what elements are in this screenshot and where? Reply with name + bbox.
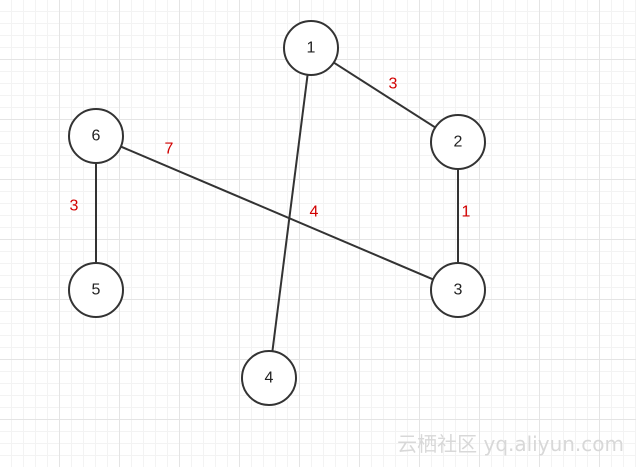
- node-label-1: 1: [307, 40, 316, 57]
- edge-weight-1-4: 4: [310, 204, 319, 221]
- node-label-4: 4: [265, 370, 274, 387]
- edge-weight-1-2: 3: [389, 76, 398, 93]
- edge-weight-6-5: 3: [70, 198, 79, 215]
- edge-1-2: [333, 61, 436, 129]
- edge-6-3: [120, 145, 434, 281]
- node-label-3: 3: [454, 282, 463, 299]
- node-label-5: 5: [92, 282, 101, 299]
- node-circle-2: [430, 114, 486, 170]
- node-6: 6: [68, 108, 124, 164]
- node-circle-1: [283, 20, 339, 76]
- edges-layer: [95, 61, 459, 352]
- node-1: 1: [283, 20, 339, 76]
- edge-weight-6-3: 7: [165, 141, 174, 158]
- node-circle-3: [430, 262, 486, 318]
- watermark: 云栖社区 yq.aliyun.com: [397, 432, 624, 456]
- nodes-layer: 1 2 3 4 5 6: [68, 20, 486, 406]
- node-5: 5: [68, 262, 124, 318]
- node-label-6: 6: [92, 128, 101, 145]
- node-2: 2: [430, 114, 486, 170]
- edge-1-4: [271, 74, 309, 352]
- node-4: 4: [241, 350, 297, 406]
- node-circle-4: [241, 350, 297, 406]
- edge-weight-2-3: 1: [462, 204, 471, 221]
- node-circle-6: [68, 108, 124, 164]
- node-label-2: 2: [454, 134, 463, 151]
- node-3: 3: [430, 262, 486, 318]
- weights-layer: 3 1 4 7 3: [70, 76, 471, 221]
- node-circle-5: [68, 262, 124, 318]
